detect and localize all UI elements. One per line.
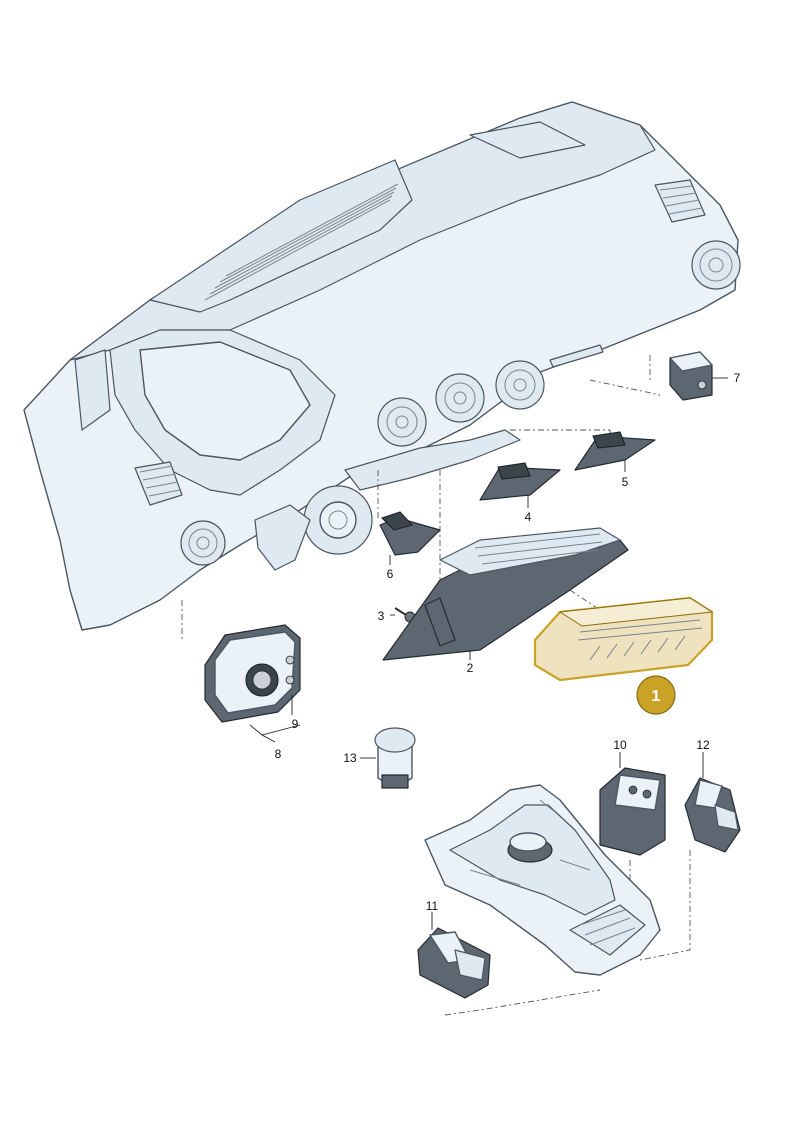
part-5-switch [574, 431, 656, 471]
part-7-label: 7 [734, 371, 741, 385]
part-5-label: 5 [622, 475, 629, 489]
part-6-switch [379, 511, 441, 556]
part-7-switch [669, 351, 713, 401]
part-2-label: 2 [467, 661, 474, 675]
label-leader-lines [249, 377, 728, 930]
part-12-switch [684, 777, 741, 853]
dashboard-assembly [23, 101, 741, 631]
part-11-switch [417, 927, 491, 999]
part-13-cylinder-part [374, 727, 416, 789]
part-4-switch [479, 462, 561, 501]
part-9-label: 9 [292, 717, 299, 731]
center-console [424, 784, 661, 976]
part-8-headlight-switch [204, 624, 301, 723]
part-8-label: 8 [275, 747, 282, 761]
part-1-switch-panel [533, 596, 714, 682]
part-6-label: 6 [387, 567, 394, 581]
part-12-label: 12 [696, 738, 710, 752]
part-4-label: 4 [525, 510, 532, 524]
part-11-label: 11 [426, 899, 439, 913]
part-1-badge [636, 675, 676, 715]
part-10-switch [599, 767, 666, 856]
part-13-label: 13 [343, 751, 357, 765]
part-3-label: 3 [378, 609, 385, 623]
part-10-label: 10 [613, 738, 627, 752]
part-2-trim-housing [382, 527, 629, 661]
part-labels: 1 2 3 4 5 6 7 8 9 10 11 12 13 [275, 371, 741, 913]
part-1-label: 1 [652, 688, 661, 705]
